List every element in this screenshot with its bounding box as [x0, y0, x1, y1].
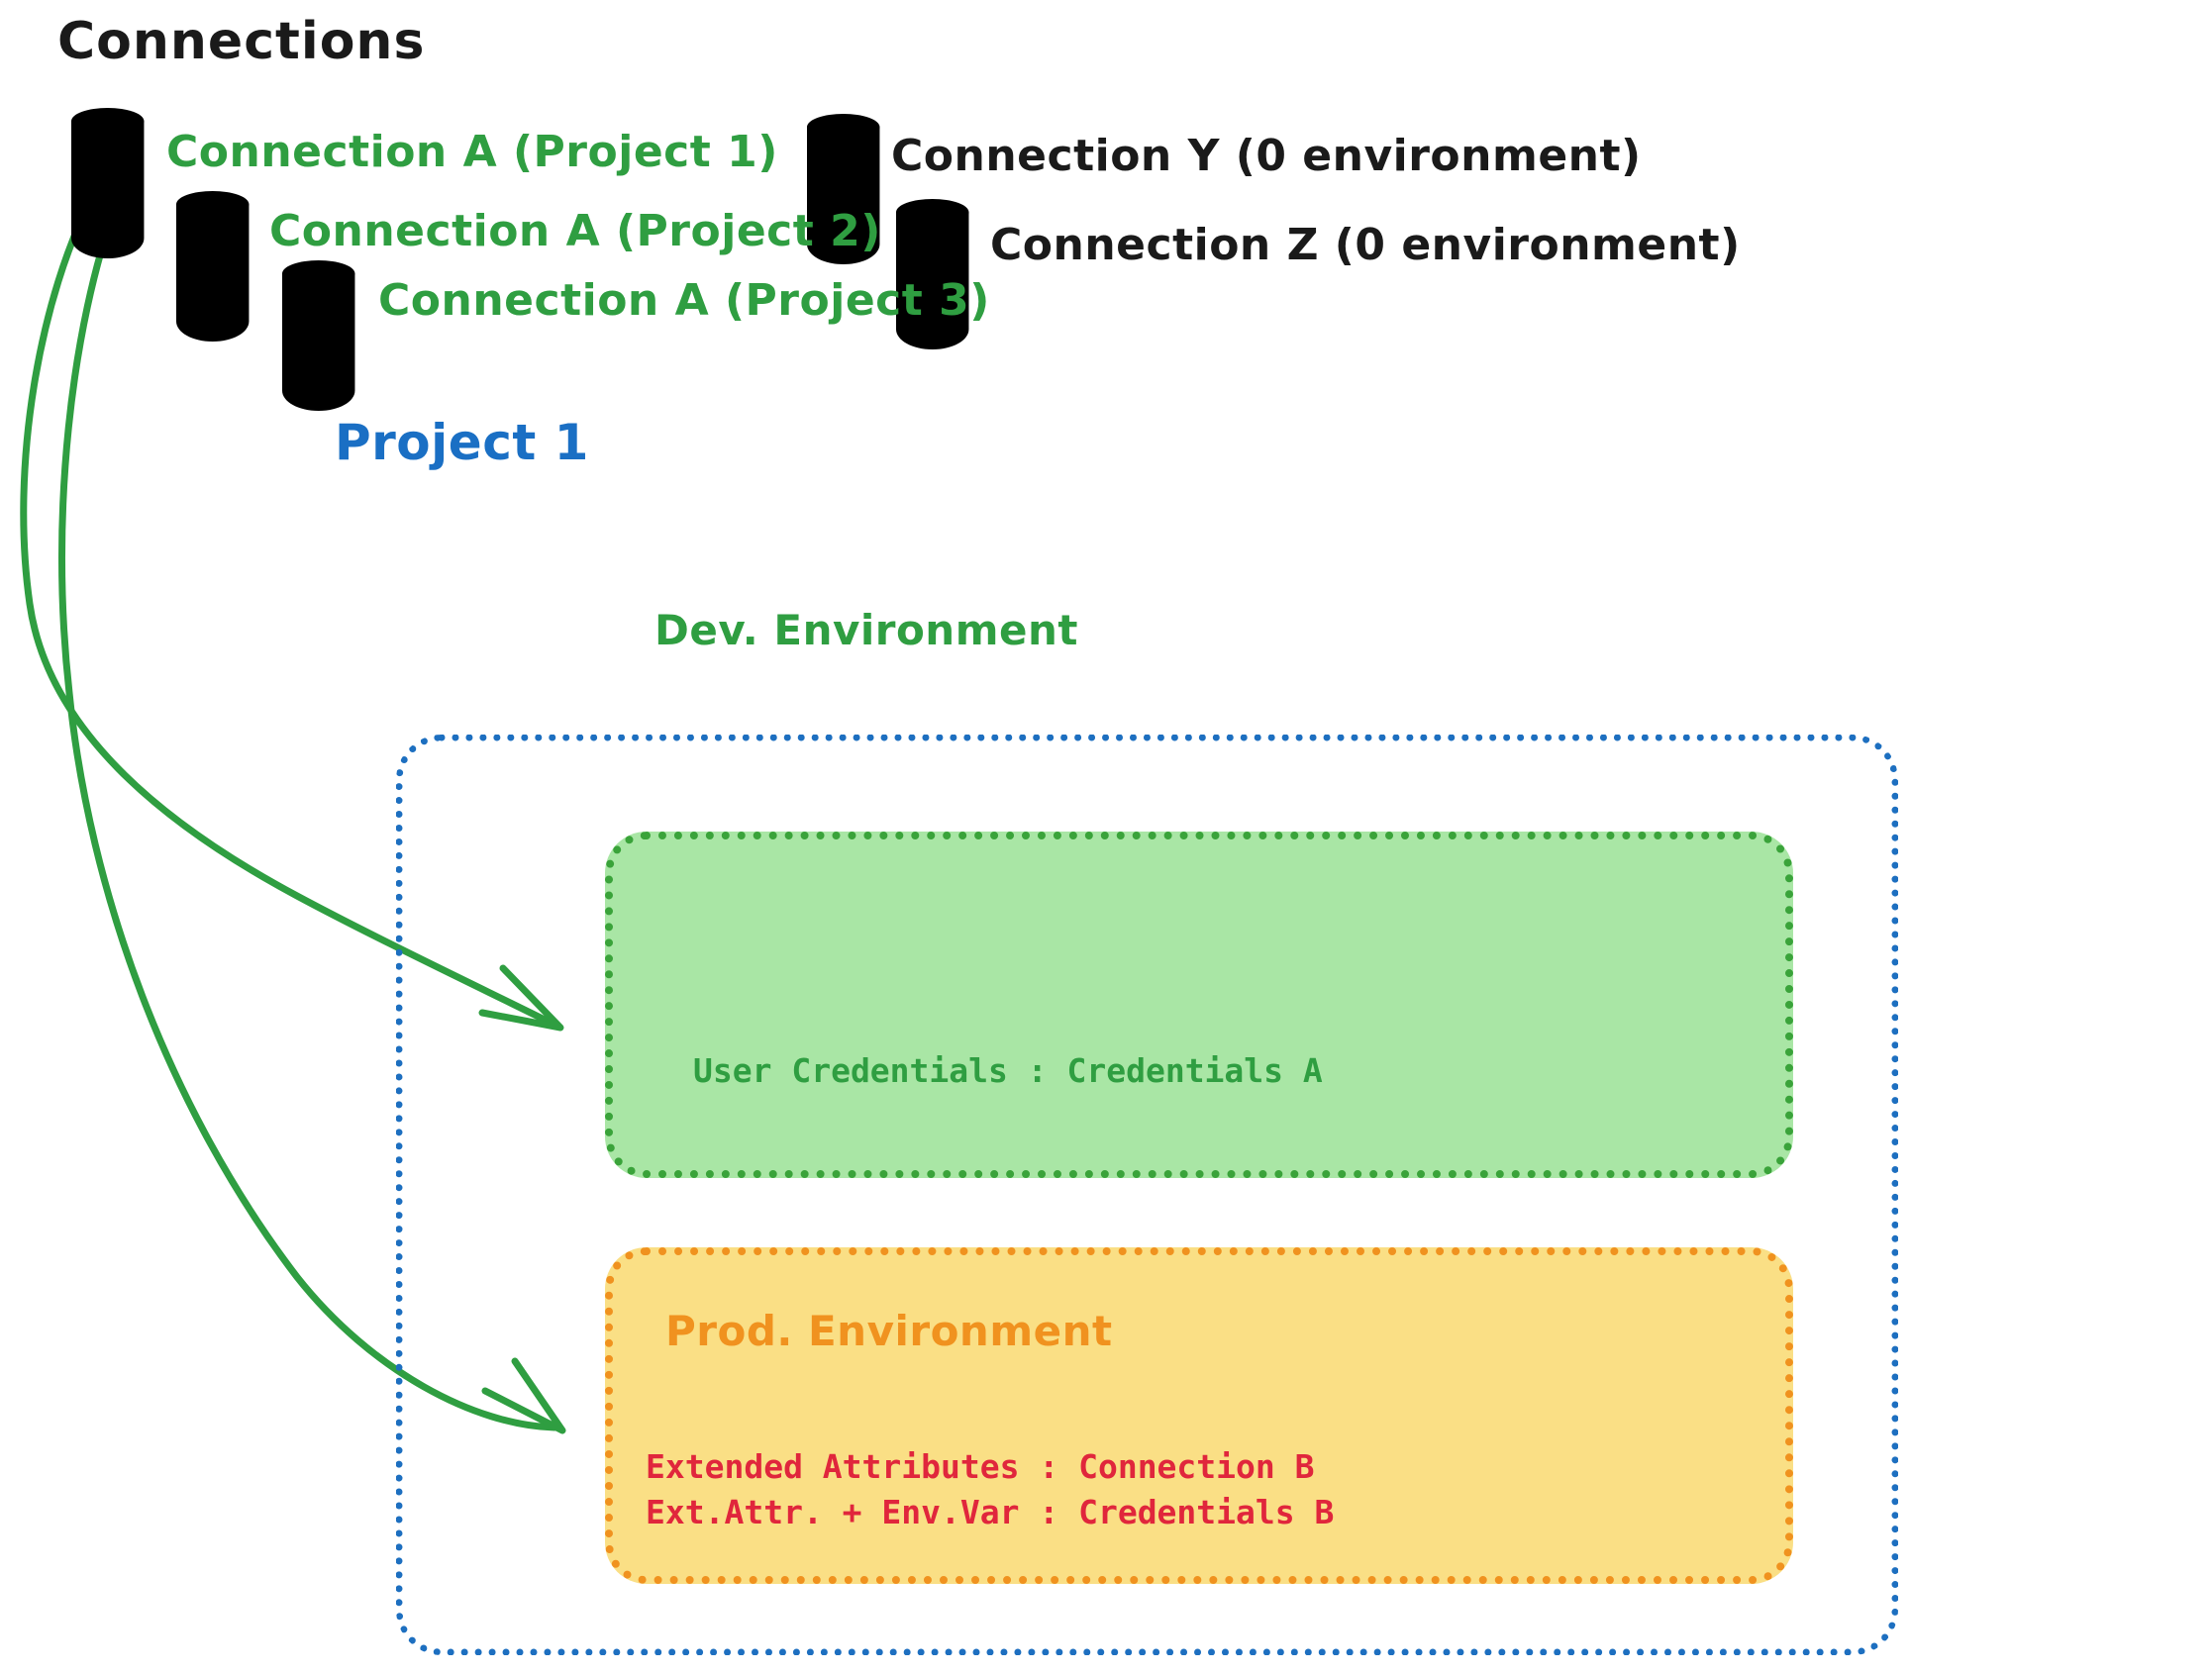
project-container [396, 735, 1898, 1655]
connection-label-a-project-1: Connection A (Project 1) [166, 127, 778, 177]
dev-environment-detail-0: User Credentials : Credentials A [693, 1051, 1323, 1090]
database-icon-connection-z [896, 199, 969, 349]
dev-environment-title: Dev. Environment [654, 606, 1078, 654]
connection-label-y: Connection Y (0 environment) [891, 131, 1642, 181]
prod-environment-title: Prod. Environment [665, 1307, 1113, 1355]
arrow-connection-a-to-prod [58, 199, 566, 1434]
connection-label-z: Connection Z (0 environment) [990, 220, 1741, 270]
database-icon-connection-a-project-2 [176, 191, 250, 342]
connection-label-a-project-2: Connection A (Project 2) [269, 206, 881, 256]
database-icon-connection-a-project-1 [71, 108, 145, 259]
dev-environment-box [605, 832, 1793, 1178]
arrow-connection-a-to-dev [20, 189, 564, 1032]
database-icon-connection-a-project-3 [282, 260, 355, 411]
page-title: Connections [57, 12, 426, 71]
prod-environment-box [605, 1247, 1793, 1584]
prod-environment-detail-1: Ext.Attr. + Env.Var : Credentials B [646, 1493, 1335, 1531]
project-title: Project 1 [335, 414, 589, 471]
prod-environment-detail-0: Extended Attributes : Connection B [646, 1447, 1315, 1486]
connection-label-a-project-3: Connection A (Project 3) [378, 275, 990, 326]
